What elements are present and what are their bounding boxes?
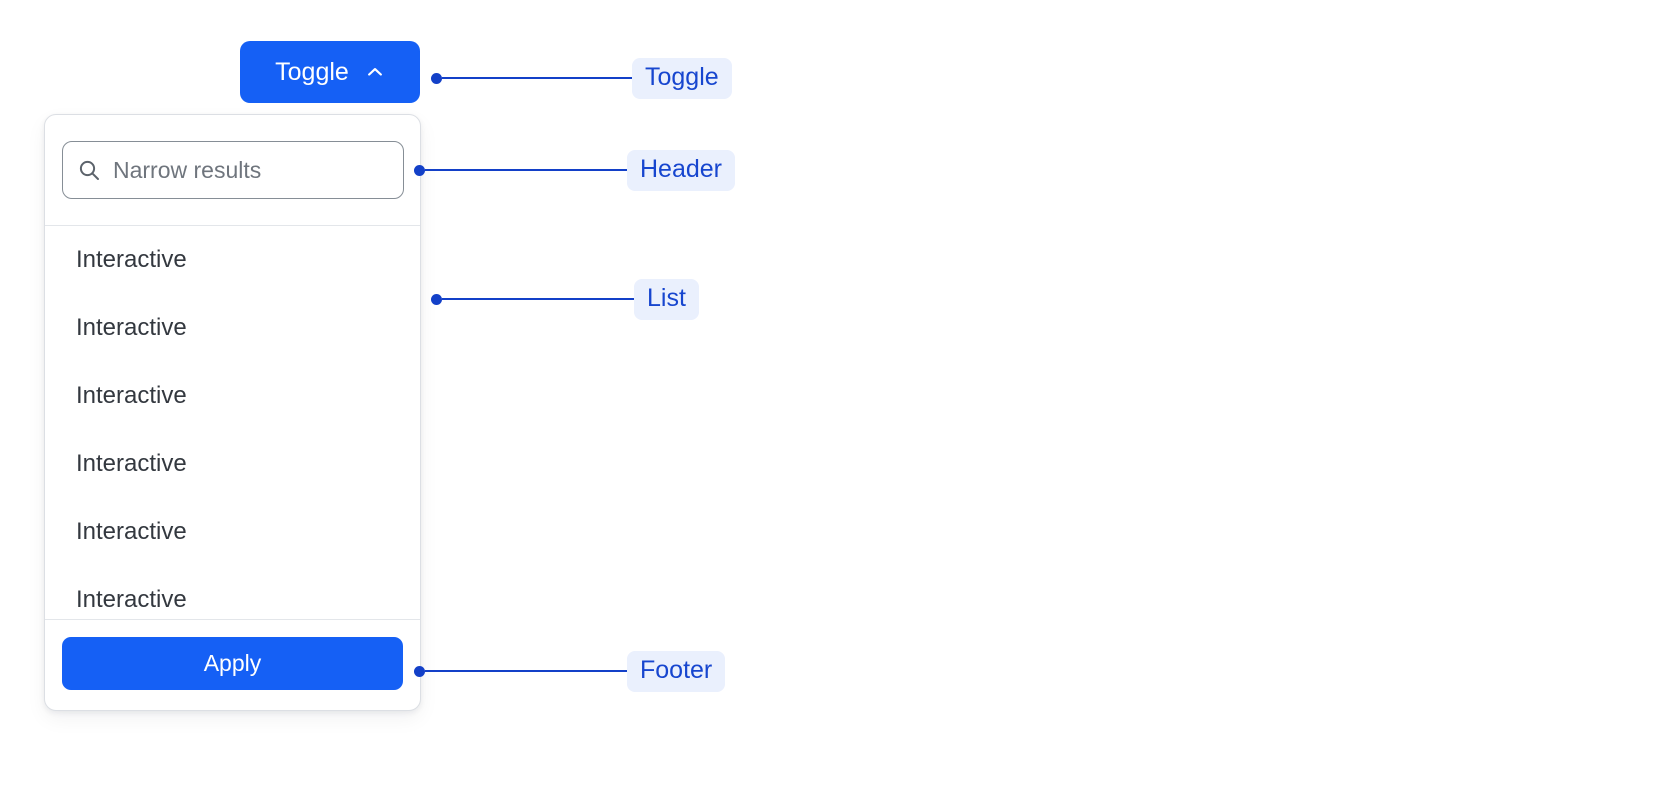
annotation-dot-icon: [431, 72, 442, 84]
annotation-dot-icon: [414, 665, 425, 677]
annotation-leader-line: [425, 168, 627, 172]
dropdown-panel: Interactive Interactive Interactive Inte…: [44, 114, 421, 711]
annotation-leader-line: [442, 76, 632, 80]
search-field-wrapper[interactable]: [62, 141, 409, 199]
annotation-leader-line: [425, 669, 627, 673]
search-input[interactable]: [113, 142, 409, 198]
toggle-button[interactable]: Toggle: [240, 41, 420, 103]
list-item[interactable]: Interactive: [76, 246, 187, 273]
apply-button[interactable]: Apply: [62, 637, 403, 690]
annotation-leader-line: [442, 297, 634, 301]
list-item[interactable]: Interactive: [76, 586, 187, 613]
panel-header: [45, 115, 420, 226]
panel-list[interactable]: Interactive Interactive Interactive Inte…: [45, 226, 420, 619]
annotation-dot-icon: [431, 293, 442, 305]
annotation-label-list: List: [634, 278, 699, 320]
toggle-button-label: Toggle: [275, 57, 349, 86]
list-item[interactable]: Interactive: [76, 314, 187, 341]
annotation-label-toggle: Toggle: [632, 57, 732, 99]
annotation-label-header: Header: [627, 149, 735, 191]
list-item[interactable]: Interactive: [76, 450, 187, 477]
list-item[interactable]: Interactive: [76, 382, 187, 409]
annotation-dot-icon: [414, 164, 425, 176]
chevron-up-icon: [365, 62, 385, 82]
list-item[interactable]: Interactive: [76, 518, 187, 545]
panel-footer: Apply: [45, 619, 420, 710]
search-icon: [77, 158, 101, 182]
annotation-label-footer: Footer: [627, 650, 726, 692]
